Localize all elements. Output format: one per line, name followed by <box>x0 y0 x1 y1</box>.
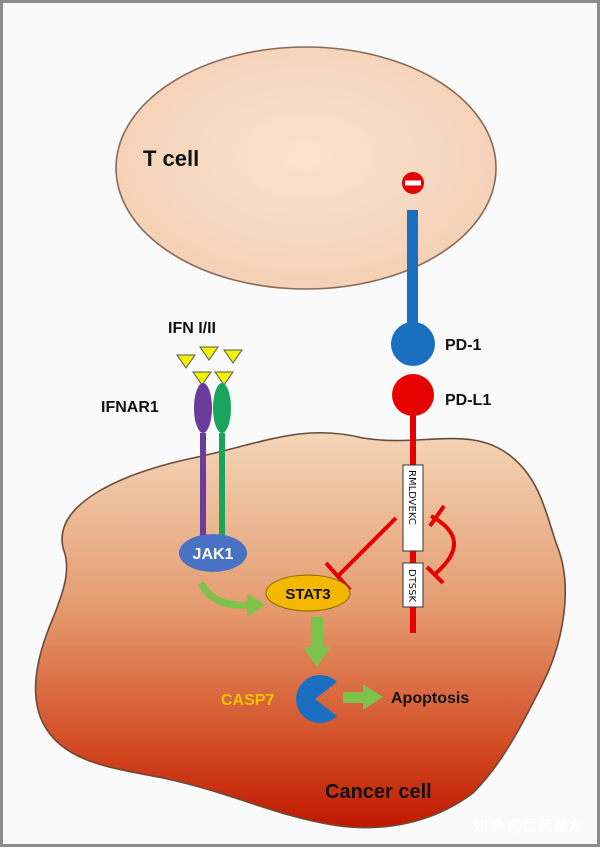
ifn-label: IFN I/II <box>168 320 216 337</box>
rmldvekc-box <box>402 464 424 552</box>
pd1-stalk <box>407 210 418 330</box>
pd1-head <box>391 322 435 366</box>
ifnar1-label: IFNAR1 <box>101 399 159 416</box>
pdl1-label: PD-L1 <box>445 392 491 409</box>
feedback-bar-bottom <box>425 565 445 585</box>
casp7-node <box>296 675 337 723</box>
apoptosis-label: Apoptosis <box>391 690 469 707</box>
cancer-cell-label: Cancer cell <box>325 781 432 803</box>
ifn-ligand-icon <box>223 349 243 364</box>
rmldvekc-label: RMLDVEKC <box>406 470 417 525</box>
feedback-arc <box>430 514 456 576</box>
arrowhead <box>303 647 331 667</box>
jak1-label: JAK1 <box>193 546 234 563</box>
ifnar-domain-purple <box>194 383 212 433</box>
feedback-bar-top <box>428 504 446 528</box>
ifnar-chain-green <box>219 433 225 553</box>
arrowhead <box>247 593 265 617</box>
inhibition-line <box>337 516 398 577</box>
cancer-cell-membrane <box>34 431 567 829</box>
dtssk-label: DTSSK <box>406 569 417 603</box>
pathway-diagram: T cell PD-1 PD-L1 RMLDVEKC DTSSK IFN I/I… <box>34 46 583 835</box>
stat3-label: STAT3 <box>285 586 330 603</box>
jak1-node <box>179 534 247 572</box>
watermark: 知乎 @医药魔方 <box>473 817 583 835</box>
t-cell <box>115 46 497 290</box>
stat3-to-casp7-arrow <box>311 617 323 649</box>
ifn-ligand-icon <box>176 354 196 369</box>
stat3-node <box>265 574 351 612</box>
casp7-to-apoptosis-arrow <box>343 692 365 703</box>
pdl1-head <box>392 374 434 416</box>
dtssk-box <box>402 562 424 608</box>
ifn-ligand-icon <box>214 371 234 386</box>
ifnar-chain-purple <box>200 433 206 553</box>
t-cell-label: T cell <box>143 146 199 171</box>
pd1-label: PD-1 <box>445 337 482 354</box>
ifn-ligand-icon <box>199 346 219 361</box>
casp7-label: CASP7 <box>221 692 274 709</box>
arrowhead <box>363 684 383 710</box>
jak1-to-stat3-arrow <box>197 581 248 609</box>
ifnar-domain-green <box>213 383 231 433</box>
ifn-ligand-icon <box>192 371 212 386</box>
